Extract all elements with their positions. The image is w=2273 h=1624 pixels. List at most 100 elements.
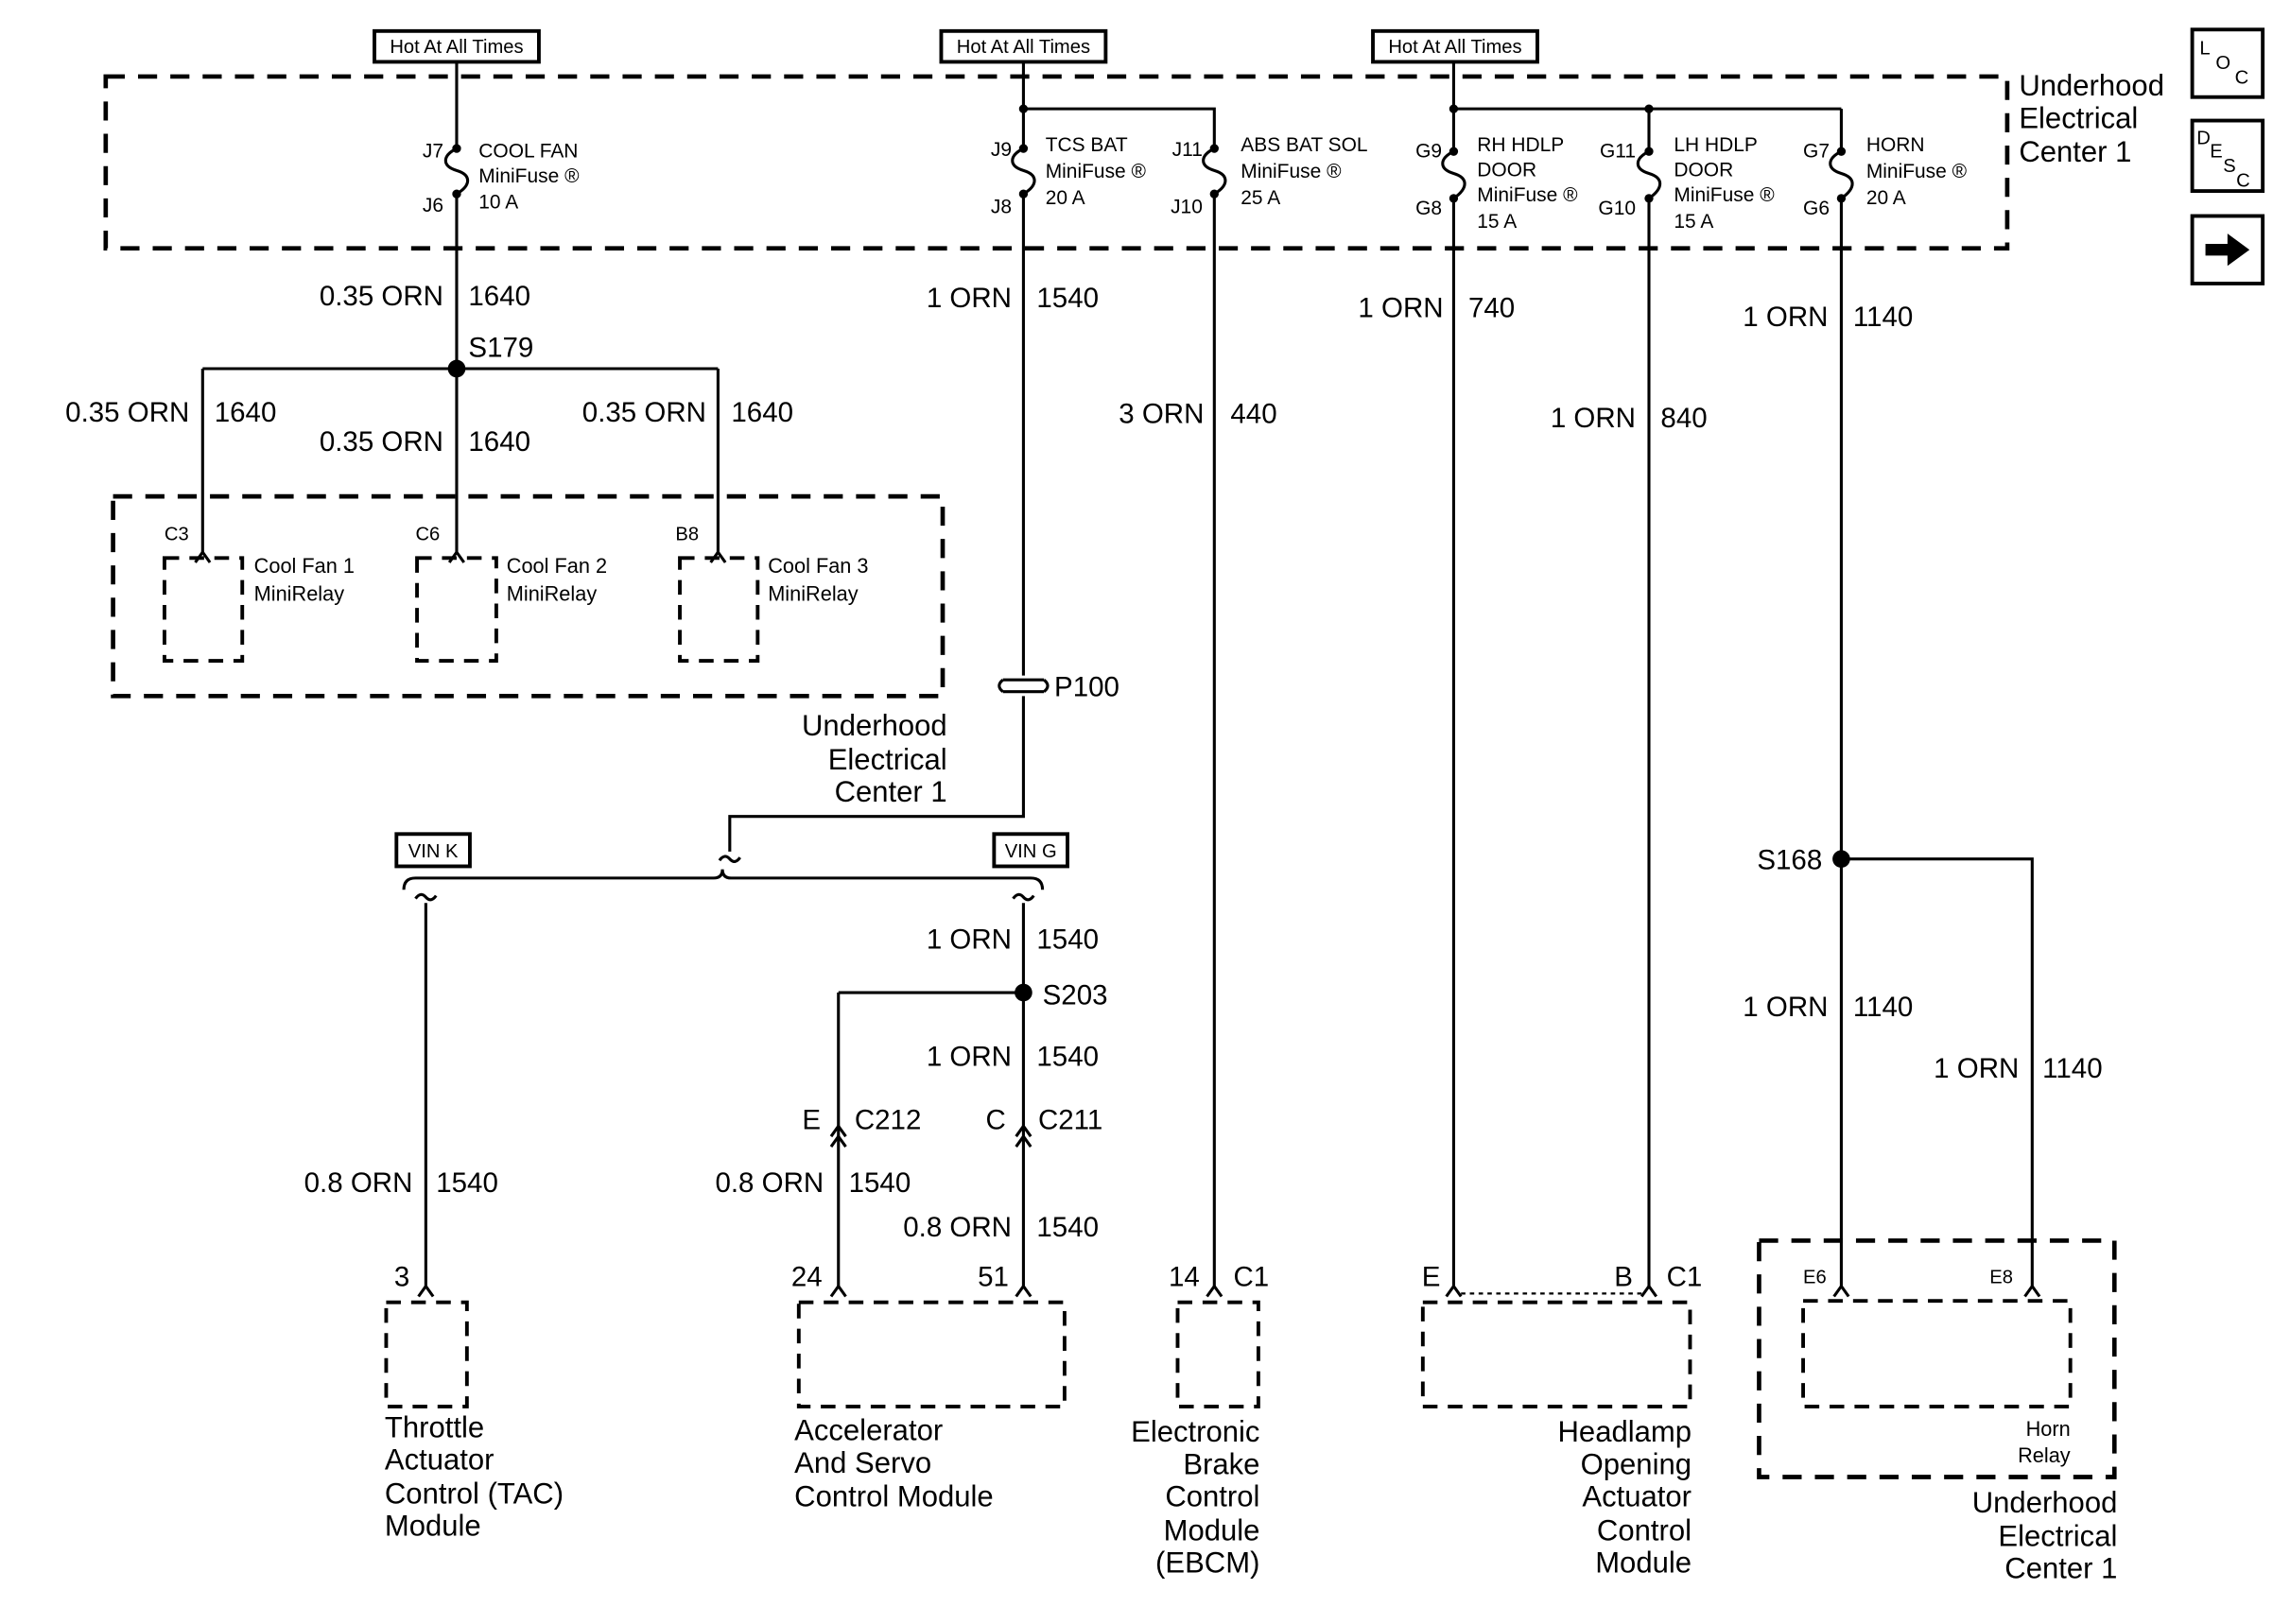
relay-type: MiniRelay [768,581,859,605]
module-pin: 51 [978,1262,1009,1293]
fuse-in-pin: J9 [991,139,1012,161]
fuse-rh-hdlp-door: G9 G8 RH HDLP DOOR MiniFuse ® 15 A [1415,134,1578,233]
fuse-name: TCS BAT [1046,134,1128,156]
circuits-740-840-1140 [1449,61,2034,1295]
wire-color-label: 1 ORN [927,924,1012,955]
circuit-number: 1540 [1036,1212,1099,1243]
fuse-name: DOOR [1674,160,1733,181]
next-button[interactable] [2190,214,2265,285]
fuse-abs-bat-sol: J11 J10 ABS BAT SOL MiniFuse ® 25 A [1171,134,1367,217]
fuse-out-pin: G10 [1598,198,1636,219]
fuse-block-label-line: Center 1 [2019,135,2131,168]
horn-relay [1801,1299,2073,1408]
vin-g-option: VIN G [992,832,1069,869]
fuse-rating: 20 A [1046,187,1085,209]
circuit-number: 1140 [1853,992,1913,1023]
icon-letter: O [2215,53,2230,74]
wire-color-label: 1 ORN [927,283,1012,314]
relay-block-label-line: Electrical [828,743,947,776]
fuse-out-pin: G8 [1415,198,1442,219]
circuit-number: 1640 [468,281,530,312]
fuse-rating: 15 A [1477,211,1517,233]
fuse-name: ABS BAT SOL [1241,134,1367,156]
relay-block-label-line: Center 1 [2004,1552,2117,1585]
fuse-rating: 25 A [1241,187,1280,209]
wire-color-label: 1 ORN [1743,992,1828,1023]
fuse-type: MiniFuse ® [1866,161,1968,182]
module-label-line: Module [1164,1513,1260,1546]
circuit-number: 1140 [1853,302,1913,333]
fuse-type: MiniFuse ® [1046,161,1147,182]
power-source-label: Hot At All Times [957,37,1090,58]
cool-fan-3-relay: B8 Cool Fan 3 MiniRelay [675,525,869,663]
wire-color-label: 3 ORN [1119,398,1204,429]
relay-block-label-line: Underhood [802,709,947,742]
module-label-line: Actuator [1582,1480,1692,1513]
module-pin: 3 [394,1262,409,1293]
power-source-2: Hot At All Times [939,28,1108,64]
fuse-type: MiniFuse ® [1674,184,1775,206]
fuse-out-pin: J8 [991,196,1012,217]
relay-type: MiniRelay [254,581,345,605]
icon-letter: C [2235,68,2249,89]
inline-connector-chevrons [829,1123,1032,1148]
power-source-label: Hot At All Times [390,37,523,58]
wire-color-label: 1 ORN [1743,302,1828,333]
module-label-line: Control Module [794,1480,994,1513]
module-label-line: Actuator [385,1443,495,1477]
fuse-in-pin: G11 [1600,140,1636,162]
module-label-line: Control (TAC) [385,1477,564,1510]
wire-color-label: 0.35 ORN [65,397,189,428]
fuse-block-label-line: Electrical [2019,101,2138,134]
splice-label: S203 [1043,979,1108,1011]
circuit-number: 1540 [1036,283,1099,314]
jumper-tilde [718,855,741,863]
relay-pin: E6 [1803,1268,1827,1288]
connector-cavity: E [802,1104,821,1135]
fuse-cool-fan: J7 J6 COOL FAN MiniFuse ® 10 A [423,140,580,216]
connector-label: C212 [855,1104,922,1135]
circuit-number: 1640 [468,426,530,458]
fuse-rating: 10 A [478,192,518,214]
fuse-block-label-line: Underhood [2019,69,2164,102]
fuse-rating: 20 A [1866,187,1906,209]
connector-cavity: C [985,1104,1005,1135]
connector-label: C211 [1038,1104,1102,1135]
fuse-block-outline [103,74,2010,251]
relay-name: Cool Fan 2 [507,554,607,578]
power-source-label: Hot At All Times [1388,37,1521,58]
wire-color-label: 0.35 ORN [320,426,443,458]
fuse-out-pin: G6 [1803,198,1830,219]
component-terminals [417,1283,2041,1298]
circuit-number: 740 [1468,293,1515,324]
fuse-name: HORN [1866,134,1925,156]
power-source-3: Hot At All Times [1371,28,1539,64]
splice-s179-dot [447,359,466,378]
accelerator-servo-module: 24 51 Accelerator And Servo Control Modu… [791,1262,1067,1513]
power-source-1: Hot At All Times [373,28,541,64]
splice-label: S168 [1757,845,1822,876]
relay-block-label-line: Electrical [1998,1519,2117,1552]
relay-pin: C3 [165,525,189,545]
wire-color-label: 1 ORN [1358,293,1443,324]
right-arrow-icon [2205,233,2250,267]
module-label-line: Brake [1183,1447,1259,1480]
wire-color-label: 0.35 ORN [320,281,443,312]
vin-option-label: VIN G [1005,841,1057,862]
module-label-line: (EBCM) [1155,1546,1259,1579]
fuse-in-pin: G9 [1415,140,1442,162]
location-button[interactable]: L O C [2190,27,2265,99]
wire-color-label: 1 ORN [927,1042,1012,1073]
module-label-line: And Servo [794,1446,931,1479]
ebcm-module: 14 C1 Electronic Brake Control Module (E… [1131,1262,1269,1580]
circuit-1640 [194,61,727,563]
relay-type: MiniRelay [507,581,598,605]
fuse-name: RH HDLP [1477,134,1564,156]
location-icon: L O C [2199,39,2248,89]
option-tildes [414,892,1035,902]
vin-option-bus [402,869,1045,890]
horn-relay-block: E6 E8 Horn Relay Underhood Electrical Ce… [1757,1238,2117,1585]
description-button[interactable]: D E S C [2190,118,2265,194]
module-label-line: Opening [1581,1447,1692,1480]
